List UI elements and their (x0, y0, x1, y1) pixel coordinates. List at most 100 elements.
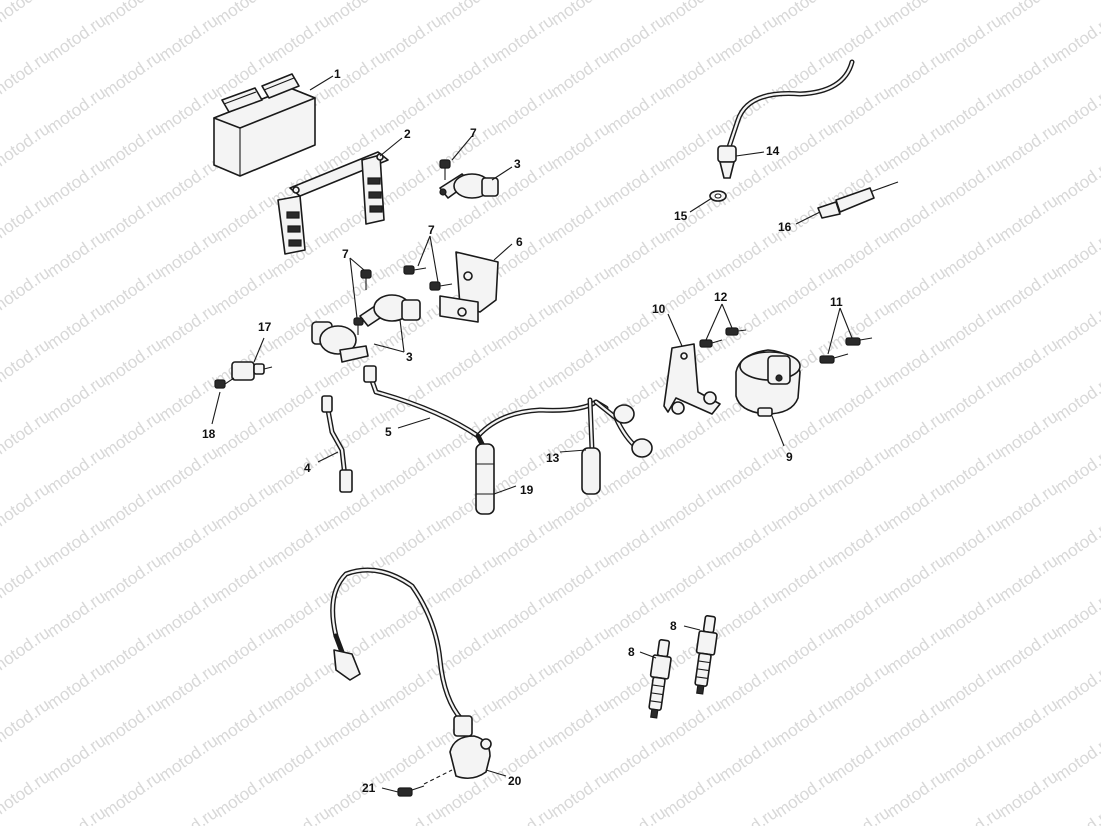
watermark-text: motod.ru (659, 767, 725, 821)
watermark-text: motod.ru (43, 227, 109, 281)
watermark-text: motod.ru (995, 47, 1061, 101)
watermark-text: motod.ru (603, 587, 669, 641)
watermark-text: motod.ru (939, 443, 1005, 497)
callout-10: 10 (652, 302, 666, 316)
watermark-text: motod.ru (43, 731, 109, 785)
watermark-text: motod.ru (1051, 155, 1101, 209)
watermark-text: motod.ru (883, 47, 949, 101)
watermark-text: motod.ru (547, 551, 613, 605)
watermark-text: motod.ru (211, 695, 277, 749)
part-ht-lead-harness (363, 365, 653, 458)
part-plug-cap-19 (475, 443, 495, 515)
watermark-text: motod.ru (1051, 587, 1101, 641)
watermark-text: motod.ru (827, 659, 893, 713)
watermark-text: motod.ru (715, 731, 781, 785)
watermark-text: motod.ru (1051, 11, 1101, 65)
watermark-text: motod.ru (155, 83, 221, 137)
watermark-text: motod.ru (1051, 299, 1101, 353)
watermark-text: motod.ru (379, 515, 445, 569)
callout-15: 15 (674, 209, 688, 223)
watermark-text: motod.ru (211, 407, 277, 461)
part-screw-11a (819, 353, 849, 364)
watermark-text: motod.ru (883, 479, 949, 533)
watermark-text: motod.ru (435, 623, 501, 677)
watermark-text: motod.ru (715, 227, 781, 281)
watermark-text: motod.ru (603, 803, 669, 826)
watermark-text: motod.ru (0, 47, 53, 101)
watermark-text: motod.ru (99, 119, 165, 173)
part-coil-bracket (663, 343, 721, 415)
callout-21: 21 (362, 781, 376, 795)
callout-7-mid: 7 (428, 223, 435, 237)
watermark-text: motod.ru (603, 515, 669, 569)
watermark-text: motod.ru (547, 0, 613, 29)
watermark-text: motod.ru (43, 443, 109, 497)
watermark-text: motod.ru (995, 479, 1061, 533)
watermark-text: motod.ru (99, 0, 165, 29)
watermark-text: motod.ru (491, 587, 557, 641)
watermark-text: motod.ru (939, 83, 1005, 137)
watermark-text: motod.ru (771, 695, 837, 749)
watermark-text: motod.ru (267, 731, 333, 785)
watermark-text: motod.ru (155, 227, 221, 281)
watermark-text: motod.ru (939, 659, 1005, 713)
callout-18: 18 (202, 427, 216, 441)
callout-2: 2 (404, 127, 411, 141)
watermark-text: motod.ru (827, 11, 893, 65)
callout-12: 12 (714, 290, 728, 304)
watermark-text: motod.ru (939, 587, 1005, 641)
watermark-text: motod.ru (883, 623, 949, 677)
watermark-text: motod.ru (43, 83, 109, 137)
watermark-text: motod.ru (603, 11, 669, 65)
watermark-text: motod.ru (155, 443, 221, 497)
callout-6: 6 (516, 235, 523, 249)
watermark-text: motod.ru (99, 767, 165, 821)
part-sensor-probe (817, 181, 899, 219)
watermark-text: motod.ru (995, 767, 1061, 821)
watermark-text: motod.ru (211, 263, 277, 317)
watermark-text: motod.ru (715, 515, 781, 569)
watermark-text: motod.ru (883, 0, 949, 29)
watermark-text: motod.ru (603, 83, 669, 137)
watermark-text: motod.ru (827, 83, 893, 137)
part-screw-12a (699, 339, 723, 348)
watermark-text: motod.ru (659, 551, 725, 605)
watermark-text: motod.ru (99, 335, 165, 389)
watermark-text: motod.ru (603, 155, 669, 209)
watermark-text: motod.ru (883, 335, 949, 389)
watermark-text: motod.ru (547, 479, 613, 533)
watermark-text: motod.ru (435, 551, 501, 605)
watermark-text: motod.ru (323, 0, 389, 29)
watermark-text: motod.ru (995, 119, 1061, 173)
watermark-text: motod.ru (211, 0, 277, 29)
part-sensor-lead (321, 395, 353, 493)
watermark-text: motod.ru (771, 623, 837, 677)
watermark-text: motod.ru (267, 659, 333, 713)
watermark-text: motod.ru (659, 479, 725, 533)
leader-lines (211, 75, 853, 793)
watermark-text: motod.ru (43, 587, 109, 641)
callout-8-left: 8 (628, 645, 635, 659)
watermark-text: motod.ru (771, 119, 837, 173)
watermark-text: motod.ru (1051, 659, 1101, 713)
watermark-text: motod.ru (1051, 731, 1101, 785)
part-screw-small (214, 377, 235, 389)
part-screw-mid-1 (403, 265, 427, 275)
watermark-text: motod.ru (715, 443, 781, 497)
callout-5: 5 (385, 425, 392, 439)
watermark-text: motod.ru (771, 191, 837, 245)
watermark-text: motod.ru (827, 371, 893, 425)
watermark-text: motod.ru (1051, 83, 1101, 137)
callout-labels: 1 2 3 3 4 5 6 7 7 7 8 8 9 10 11 12 13 14… (202, 67, 843, 795)
watermark-text: motod.ru (43, 371, 109, 425)
watermark-text: motod.ru (267, 587, 333, 641)
watermark-text: motod.ru (379, 11, 445, 65)
watermark-text: motod.ru (435, 335, 501, 389)
part-ignition-coil (735, 349, 801, 417)
watermark-text: motod.ru (715, 83, 781, 137)
watermark-text: motod.ru (155, 731, 221, 785)
watermark-text: motod.ru (939, 299, 1005, 353)
watermark-text: motod.ru (771, 479, 837, 533)
